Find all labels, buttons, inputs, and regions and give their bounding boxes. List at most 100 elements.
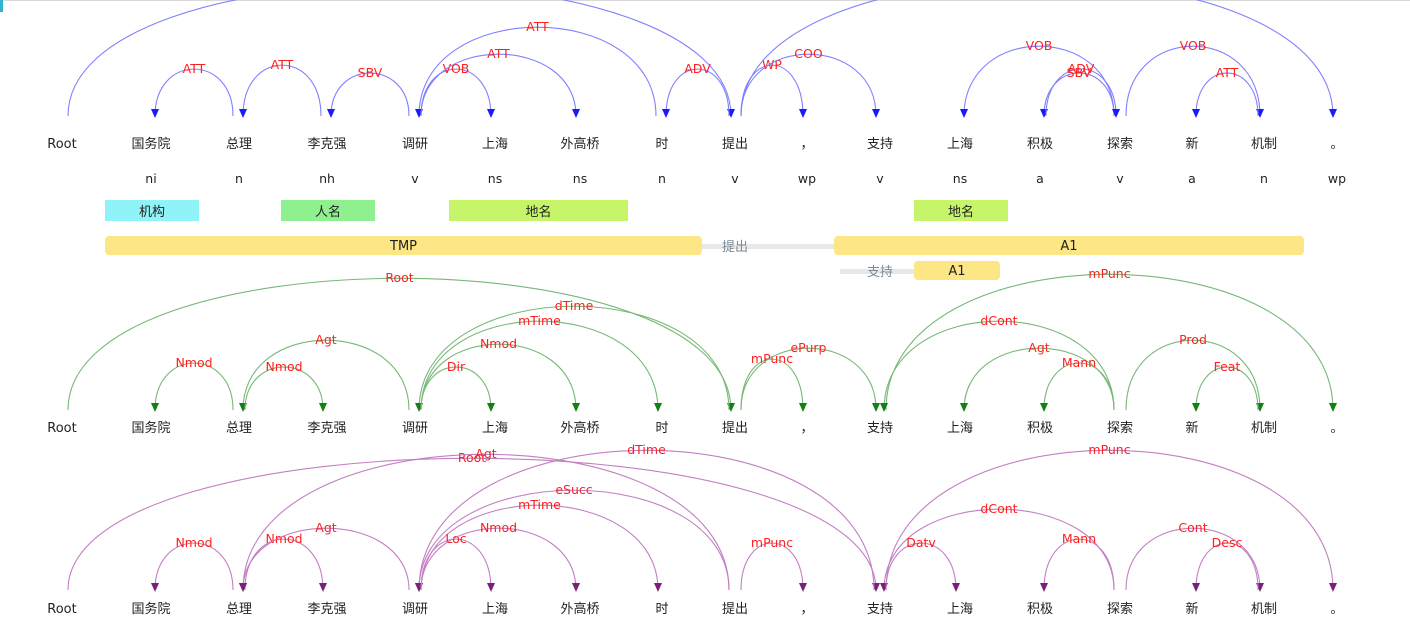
dep-arrow-head <box>572 109 580 118</box>
dep-arc-att <box>418 26 657 117</box>
pos-tag: n <box>658 171 666 186</box>
word-token: 国务院 <box>131 420 170 436</box>
word-token: 调研 <box>402 137 428 152</box>
dep-arc-label: ADV <box>684 61 711 76</box>
top-accent-mark <box>0 0 3 12</box>
word-token: 探索 <box>1107 137 1133 152</box>
word-token: 。 <box>1330 602 1343 617</box>
word-token: 上海 <box>482 421 508 436</box>
word-token: 总理 <box>226 421 252 436</box>
dep-arrow-head <box>327 109 335 118</box>
dep-arc-att <box>242 64 322 117</box>
word-token: 上海 <box>482 602 508 617</box>
sdp-arc-label: ePurp <box>790 340 826 355</box>
sdg-arc-loc <box>420 538 492 591</box>
dep-arc-label: SBV <box>1067 65 1092 80</box>
sdp-arrow-head <box>872 403 880 412</box>
word-token: 李克强 <box>307 421 346 436</box>
ner-entity-box <box>449 200 628 221</box>
sdg-arc-dtime <box>418 449 875 591</box>
word-token: 时 <box>655 602 668 617</box>
sdg-arc-label: eSucc <box>555 482 592 497</box>
dep-arc-label: VOB <box>1026 38 1053 53</box>
word-token: 新 <box>1185 601 1198 617</box>
word-token: 外高桥 <box>560 136 599 152</box>
pos-tag: v <box>731 171 739 186</box>
dep-arc-label: SBV <box>358 65 383 80</box>
sdp-arc-dir <box>420 366 492 411</box>
word-token: 提出 <box>722 136 748 152</box>
sdg-arc-label: Mann <box>1062 531 1096 546</box>
dep-arc-wp <box>740 64 804 117</box>
word-token: 积极 <box>1027 421 1053 436</box>
sdg-arc-label: Cont <box>1178 520 1207 535</box>
dep-arc-att <box>154 68 234 117</box>
sdp-arc-mtime <box>420 320 659 411</box>
sdg-arc-cont <box>1125 527 1261 591</box>
word-token: 时 <box>655 421 668 436</box>
dep-arc-label: ADV <box>1068 61 1095 76</box>
sdg-arc-label: Nmod <box>175 535 212 550</box>
sdg-arc-agt <box>242 453 730 591</box>
sdp-arc-dtime <box>418 305 730 411</box>
sdp-arc-label: mTime <box>518 313 561 328</box>
ner-entity-label: 地名 <box>948 204 974 220</box>
srl-argument-label: TMP <box>389 239 417 254</box>
sdg-arc-label: mTime <box>518 497 561 512</box>
root-token: Root <box>47 137 76 152</box>
srl-predicate-label: 支持 <box>867 265 893 280</box>
sdp-arrow-head <box>1329 403 1337 412</box>
sdg-arc-nmod <box>154 542 234 591</box>
word-token: 。 <box>1330 421 1343 436</box>
sdg-arrow-head <box>872 583 880 592</box>
sdp-arc-label: Nmod <box>175 355 212 370</box>
root-token: Root <box>47 602 76 617</box>
root-token: Root <box>47 421 76 436</box>
pos-tag: nh <box>319 171 335 186</box>
pos-tag: v <box>1116 171 1124 186</box>
semantic-dependency-tree-panel: RootNmodAgtNmoddTimemTimeDirNmodmPuncePu… <box>47 266 1343 436</box>
word-token: 总理 <box>226 602 252 617</box>
sdg-arrow-head <box>415 583 423 592</box>
srl-predicate-label: 提出 <box>722 239 748 255</box>
sdg-arc-label: Agt <box>315 520 336 535</box>
sdp-arc-mann <box>1043 362 1115 411</box>
pos-tag: wp <box>798 171 816 186</box>
sdp-arc-label: Mann <box>1062 355 1096 370</box>
sdp-arc-label: Agt <box>1028 340 1049 355</box>
dep-arc-label: ATT <box>487 46 510 61</box>
pos-tag: ns <box>953 171 967 186</box>
word-token: 国务院 <box>131 136 170 152</box>
sdp-arrow-head <box>415 403 423 412</box>
dep-arc-adv <box>665 68 730 117</box>
sdp-arc-label: Root <box>385 270 413 285</box>
word-token: 探索 <box>1107 421 1133 436</box>
dep-arc-vob <box>963 45 1115 117</box>
word-token: 机制 <box>1251 137 1277 152</box>
srl-predicate-line <box>840 269 920 274</box>
sdg-arrow-head <box>1329 583 1337 592</box>
dep-arrow-head <box>487 109 495 118</box>
sdg-arc-mpunc <box>885 449 1334 591</box>
word-token: 新 <box>1185 420 1198 436</box>
sdg-arc-esucc <box>418 489 730 591</box>
pos-tag: v <box>411 171 419 186</box>
sdp-arc-label: Prod <box>1179 332 1207 347</box>
dep-arrow-head <box>239 109 247 118</box>
sdp-arrow-head <box>1040 403 1048 412</box>
sdp-arrow-head <box>880 403 888 412</box>
srl-predicate-line <box>694 244 840 249</box>
dep-arc-label: COO <box>794 46 823 61</box>
sdg-arc-label: dCont <box>980 501 1017 516</box>
dep-arc-wp <box>740 0 1334 117</box>
word-token: 外高桥 <box>560 601 599 617</box>
dep-arc-att <box>420 53 577 117</box>
sdg-arc-label: Agt <box>475 446 496 461</box>
top-border <box>0 0 1410 1</box>
pos-tag: a <box>1188 171 1196 186</box>
dep-arc-label: VOB <box>443 61 470 76</box>
sdg-arrow-head <box>799 583 807 592</box>
ner-entity-label: 机构 <box>139 205 165 220</box>
word-token: 调研 <box>402 421 428 436</box>
